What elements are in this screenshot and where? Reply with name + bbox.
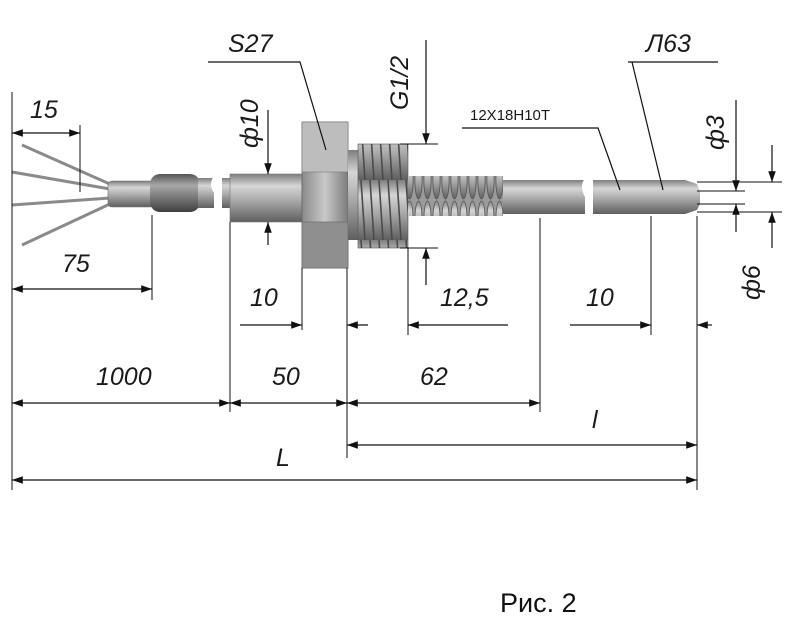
probe-tube (503, 180, 585, 214)
label-62: 62 (420, 363, 448, 391)
label-75: 75 (62, 250, 90, 278)
spring (408, 176, 503, 216)
hex-nut (301, 121, 358, 269)
label-1000: 1000 (96, 363, 152, 391)
dimension-labels: 15 75 1000 50 62 10 12,5 10 l L S27 Л63 … (30, 30, 766, 618)
label-phi3: ф3 (702, 115, 730, 150)
label-10-tip: 10 (586, 284, 614, 312)
figure-caption: Рис. 2 (500, 588, 577, 618)
label-phi10: ф10 (236, 99, 264, 148)
label-l: l (592, 406, 599, 434)
label-g12: G1/2 (386, 56, 414, 110)
label-10-boss: 10 (250, 284, 278, 312)
boss-cylinder (229, 173, 303, 223)
label-12-5: 12,5 (440, 284, 489, 312)
label-50: 50 (272, 363, 300, 391)
label-phi6: ф6 (738, 265, 766, 300)
probe-tip (685, 180, 700, 214)
label-15: 15 (30, 96, 58, 124)
label-l63: Л63 (644, 30, 691, 58)
cable (150, 174, 232, 212)
lead-wires (11, 143, 155, 247)
label-L: L (276, 444, 290, 472)
label-steel: 12Х18Н10Т (470, 107, 550, 124)
leader-lines (208, 61, 718, 191)
label-s27: S27 (228, 30, 274, 58)
sensor-body (11, 121, 700, 269)
threaded-fitting (357, 143, 409, 249)
dimension-lines (11, 40, 776, 484)
